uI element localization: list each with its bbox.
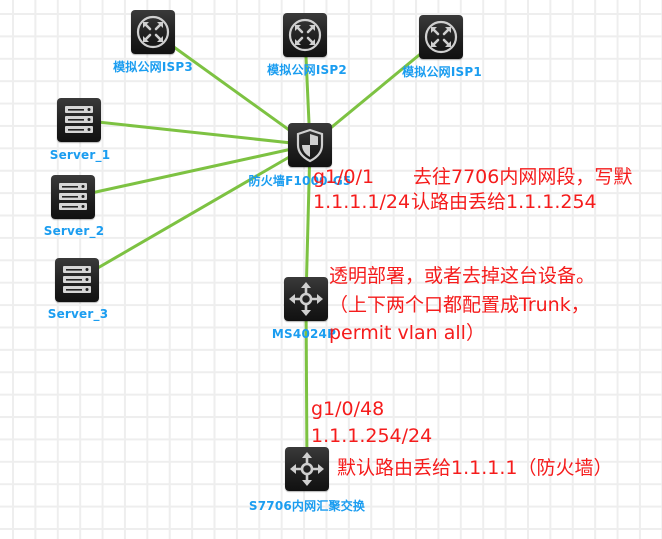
server-icon[interactable]	[57, 98, 101, 142]
note-fw-ip: 1.1.1.1/24	[313, 191, 411, 213]
server-icon[interactable]	[51, 175, 95, 219]
layer3-switch-icon[interactable]	[284, 277, 328, 321]
note-fw-port: g1/0/1	[313, 166, 375, 188]
node-label: 模拟公网ISP3	[113, 60, 193, 74]
link-ms4024p-s7706[interactable]	[304, 298, 309, 470]
server-icon[interactable]	[55, 258, 99, 302]
node-label: 模拟公网ISP1	[402, 65, 482, 79]
link-firewall-ms4024p[interactable]	[304, 144, 312, 300]
node-label: MS4024P	[271, 327, 337, 341]
node-label: Server_1	[49, 148, 111, 162]
layer3-switch-icon[interactable]	[285, 447, 329, 491]
firewall-shield-icon[interactable]	[288, 123, 332, 167]
note-ms-2: （上下两个口都配置成Trunk，	[329, 294, 590, 316]
note-ms-3: permit vlan all）	[329, 322, 485, 344]
note-fw-route-1: 去往7706内网网段，写默	[413, 166, 633, 188]
router-icon[interactable]	[419, 15, 463, 59]
note-core-route: 默认路由丢给1.1.1.1（防火墙）	[337, 457, 613, 479]
router-icon[interactable]	[283, 13, 327, 57]
router-icon[interactable]	[131, 10, 175, 54]
link-server3-firewall[interactable]	[76, 143, 311, 282]
node-label: 防火墙F1000-G5	[248, 174, 352, 188]
node-label: Server_2	[43, 224, 105, 238]
note-core-ip: 1.1.1.254/24	[311, 425, 433, 447]
link-isp3-firewall[interactable]	[152, 30, 311, 147]
node-label: 模拟公网ISP2	[267, 63, 347, 77]
link-server1-firewall[interactable]	[78, 118, 311, 147]
node-label: S7706内网汇聚交换	[248, 499, 366, 513]
note-ms-1: 透明部署，或者去掉这台设备。	[329, 265, 596, 287]
node-label: Server_3	[47, 307, 109, 321]
link-server2-firewall[interactable]	[72, 143, 311, 199]
note-core-port: g1/0/48	[311, 398, 385, 420]
note-fw-route-2: 认路由丢给1.1.1.254	[411, 191, 597, 213]
